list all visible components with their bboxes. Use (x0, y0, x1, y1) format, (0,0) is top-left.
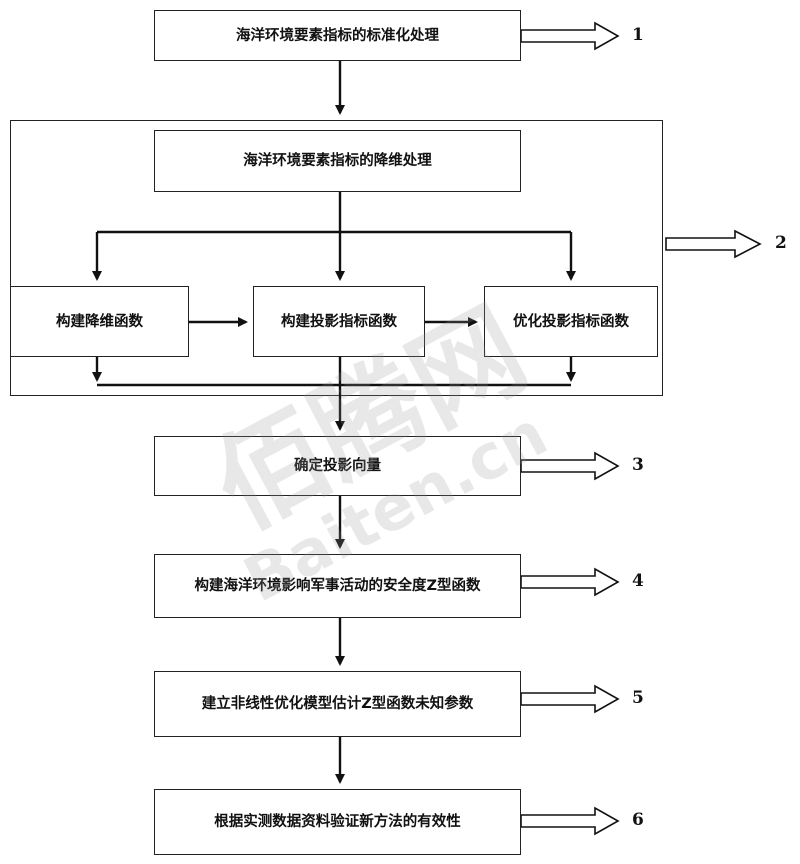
output-arrow-4 (520, 567, 620, 597)
step-projection-vector: 确定投影向量 (154, 436, 521, 496)
step-validation: 根据实测数据资料验证新方法的有效性 (154, 789, 521, 855)
output-label-5: 5 (632, 688, 644, 708)
step-validation-text: 根据实测数据资料验证新方法的有效性 (214, 814, 461, 830)
output-arrow-6 (520, 806, 620, 836)
output-label-6: 6 (632, 810, 644, 830)
step-build-projection-index: 构建投影指标函数 (253, 286, 425, 357)
output-arrow-3 (520, 451, 620, 481)
output-arrow-2 (665, 229, 762, 259)
reduction-group-frame (10, 120, 663, 396)
step-standardization-text: 海洋环境要素指标的标准化处理 (236, 27, 439, 44)
step-build-reduction-function: 构建降维函数 (10, 286, 189, 357)
step-build-projection-index-text: 构建投影指标函数 (281, 313, 397, 330)
step-build-reduction-function-text: 构建降维函数 (56, 313, 143, 330)
step-dimension-reduction-text: 海洋环境要素指标的降维处理 (243, 153, 432, 169)
step-standardization: 海洋环境要素指标的标准化处理 (154, 10, 521, 61)
step-z-function: 构建海洋环境影响军事活动的安全度Z型函数 (154, 554, 521, 618)
step-optimize-projection-index: 优化投影指标函数 (484, 286, 658, 357)
output-label-4: 4 (632, 571, 644, 591)
output-label-1: 1 (632, 25, 644, 45)
output-arrow-5 (520, 684, 620, 714)
output-arrow-1 (520, 21, 620, 51)
output-label-2: 2 (775, 233, 787, 253)
step-z-function-text: 构建海洋环境影响军事活动的安全度Z型函数 (194, 578, 481, 594)
step-nonlinear-model-text: 建立非线性优化模型估计Z型函数未知参数 (201, 696, 474, 712)
step-dimension-reduction: 海洋环境要素指标的降维处理 (154, 130, 521, 192)
step-nonlinear-model: 建立非线性优化模型估计Z型函数未知参数 (154, 671, 521, 737)
step-optimize-projection-index-text: 优化投影指标函数 (513, 313, 629, 330)
output-label-3: 3 (632, 455, 644, 475)
step-projection-vector-text: 确定投影向量 (294, 458, 381, 474)
